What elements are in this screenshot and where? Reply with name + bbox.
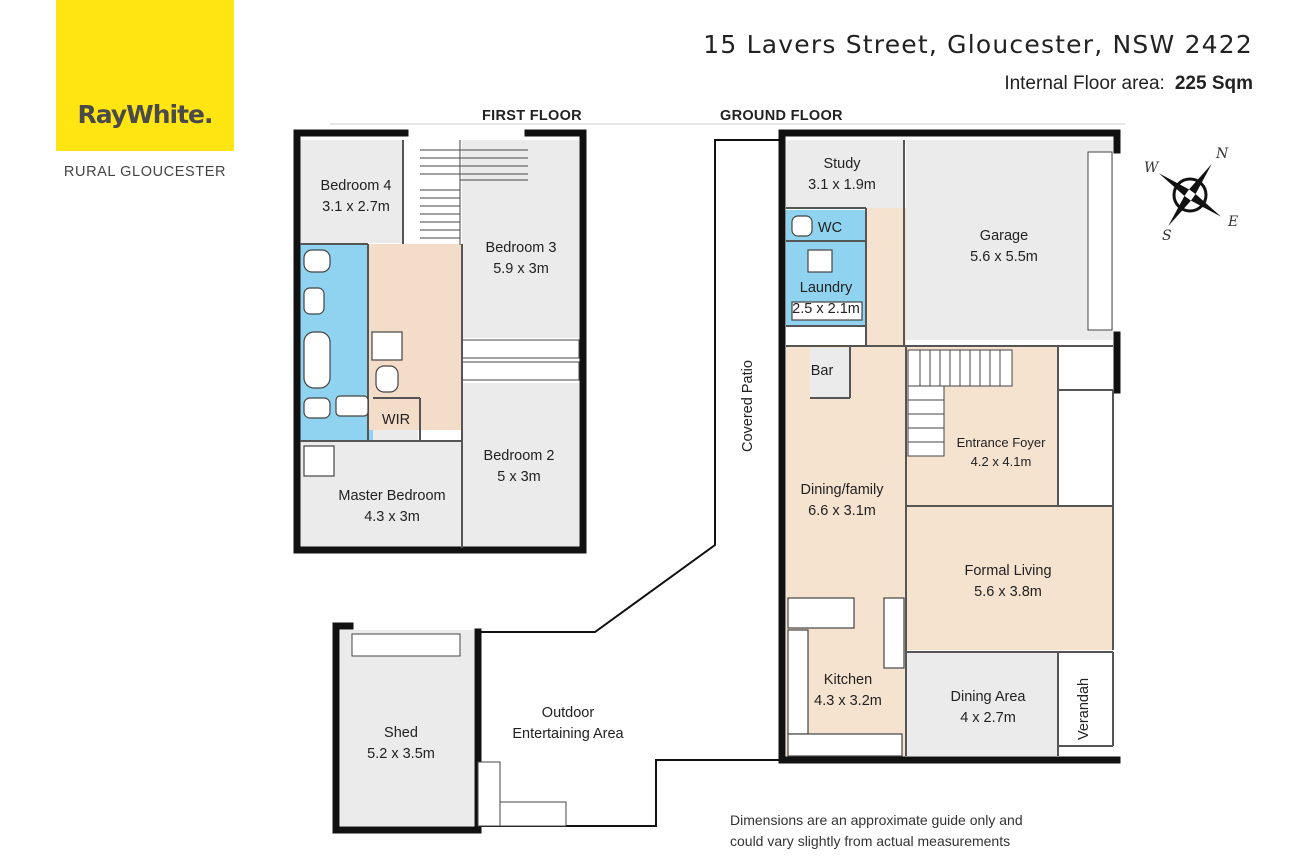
- outdoor-name2: Entertaining Area: [512, 726, 624, 743]
- bedroom2-fill: [462, 383, 579, 547]
- room-bar: Bar: [811, 361, 834, 382]
- bedroom4-fill: [300, 140, 403, 243]
- room-outdoor-entertaining: Outdoor Entertaining Area: [512, 703, 623, 745]
- office-name: RURAL GLOUCESTER: [63, 164, 227, 180]
- dining-family-dims: 6.6 x 3.1m: [808, 503, 876, 520]
- disclaimer-line1: Dimensions are an approximate guide only…: [730, 812, 1023, 828]
- room-dining-area: Dining Area 4 x 2.7m: [951, 687, 1026, 729]
- bedroom3-name: Bedroom 3: [485, 240, 557, 256]
- kitchen-name: Kitchen: [823, 672, 873, 688]
- room-study: Study 3.1 x 1.9m: [808, 154, 876, 196]
- room-wir: WIR: [382, 410, 410, 431]
- floor-area: Internal Floor area: 225 Sqm: [1004, 73, 1253, 95]
- logo-text: RayWhite.: [77, 100, 214, 129]
- entrance-dims: 4.2 x 4.1m: [970, 453, 1032, 469]
- ray-white-logo: RayWhite.: [56, 0, 234, 151]
- room-kitchen: Kitchen 4.3 x 3.2m: [814, 670, 882, 712]
- floor-area-value: 225 Sqm: [1174, 73, 1253, 94]
- room-verandah: Verandah: [1076, 677, 1092, 740]
- room-master-bedroom: Master Bedroom 4.3 x 3m: [338, 486, 445, 528]
- bedroom3-fill: [462, 140, 579, 338]
- room-shed: Shed 5.2 x 3.5m: [367, 723, 435, 765]
- garage-dims: 5.6 x 5.5m: [970, 249, 1038, 266]
- laundry-name: Laundry: [799, 280, 853, 296]
- bedroom2-name: Bedroom 2: [483, 448, 555, 464]
- room-entrance-foyer: Entrance Foyer 4.2 x 4.1m: [957, 434, 1046, 472]
- compass-n: N: [1216, 146, 1229, 162]
- dining-family-name: Dining/family: [800, 482, 884, 498]
- room-formal-living: Formal Living 5.6 x 3.8m: [964, 561, 1051, 603]
- kitchen-dims: 4.3 x 3.2m: [814, 693, 882, 710]
- property-address: 15 Lavers Street, Gloucester, NSW 2422: [703, 30, 1253, 59]
- stair-fill: [420, 140, 462, 244]
- room-wc: WC: [818, 218, 842, 239]
- compass-e: E: [1228, 214, 1239, 230]
- room-covered-patio: Covered Patio: [740, 360, 756, 452]
- study-name: Study: [823, 156, 861, 172]
- disclaimer: Dimensions are an approximate guide only…: [730, 810, 1023, 852]
- master-dims: 4.3 x 3m: [364, 509, 420, 526]
- formal-living-dims: 5.6 x 3.8m: [974, 584, 1042, 601]
- bedroom4-name: Bedroom 4: [320, 178, 392, 194]
- first-floor-label: FIRST FLOOR: [482, 108, 582, 124]
- shed-name: Shed: [384, 725, 418, 741]
- entrance-name: Entrance Foyer: [956, 435, 1046, 450]
- bedroom3-dims: 5.9 x 3m: [493, 261, 549, 278]
- room-bedroom3: Bedroom 3 5.9 x 3m: [486, 238, 557, 280]
- room-bedroom2: Bedroom 2 5 x 3m: [484, 446, 555, 488]
- bar-name: Bar: [810, 363, 834, 379]
- wir-name: WIR: [381, 412, 411, 428]
- compass-rose: [1158, 163, 1222, 227]
- room-bedroom4: Bedroom 4 3.1 x 2.7m: [321, 176, 392, 218]
- shed-plan: [332, 622, 567, 834]
- disclaimer-line2: could vary slightly from actual measurem…: [730, 833, 1011, 849]
- bedroom4-dims: 3.1 x 2.7m: [322, 199, 390, 216]
- first-floor-plan: [293, 129, 587, 554]
- laundry-dims: 2.5 x 2.1m: [792, 301, 860, 318]
- ground-floor-label: GROUND FLOOR: [720, 108, 843, 124]
- outdoor-name: Outdoor: [541, 705, 595, 721]
- outdoor-outline: [478, 139, 782, 827]
- master-name: Master Bedroom: [338, 488, 446, 504]
- room-laundry: Laundry 2.5 x 2.1m: [792, 278, 860, 320]
- ground-floor-plan: [778, 129, 1121, 764]
- formal-living-name: Formal Living: [964, 563, 1052, 579]
- garage-name: Garage: [979, 228, 1029, 244]
- study-dims: 3.1 x 1.9m: [808, 177, 876, 194]
- room-dining-family: Dining/family 6.6 x 3.1m: [801, 480, 884, 522]
- compass-w: W: [1144, 160, 1159, 176]
- dining-area-dims: 4 x 2.7m: [960, 710, 1016, 727]
- floor-area-label: Internal Floor area:: [1004, 73, 1165, 94]
- compass-s: S: [1162, 228, 1172, 244]
- wc-name: WC: [817, 220, 843, 236]
- dining-area-name: Dining Area: [950, 689, 1026, 705]
- room-garage: Garage 5.6 x 5.5m: [970, 226, 1038, 268]
- shed-dims: 5.2 x 3.5m: [367, 746, 435, 763]
- bedroom2-dims: 5 x 3m: [497, 469, 541, 486]
